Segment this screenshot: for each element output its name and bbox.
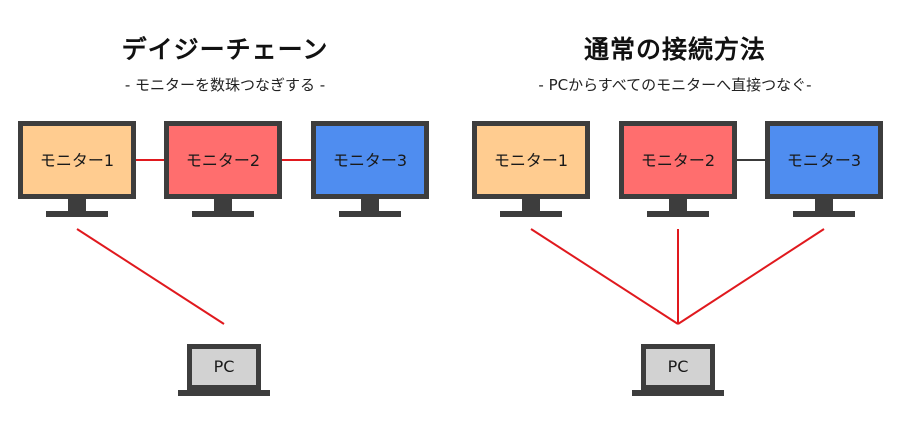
monitor-base	[46, 211, 108, 217]
monitor-neck	[361, 199, 379, 211]
pc-label: PC	[214, 357, 235, 376]
cable-pc-to-monitor3	[677, 228, 825, 325]
monitor-neck	[522, 199, 540, 211]
monitor-base	[647, 211, 709, 217]
monitor-base	[793, 211, 855, 217]
monitor-label: モニター1	[494, 151, 568, 170]
monitor-base	[192, 211, 254, 217]
monitor-base	[500, 211, 562, 217]
daisy-chain-laptop: PC	[178, 344, 270, 396]
monitor-screen	[169, 126, 277, 194]
direct-monitor-3: モニター3	[765, 121, 883, 217]
monitor-label: モニター2	[186, 151, 260, 170]
daisy-chain-monitor-3: モニター3	[311, 121, 429, 217]
monitor-screen	[624, 126, 732, 194]
daisy-chain-subtitle: - モニターを数珠つなぎする -	[124, 76, 326, 94]
monitor-neck	[815, 199, 833, 211]
monitor-label: モニター2	[641, 151, 715, 170]
monitor-neck	[214, 199, 232, 211]
laptop-screen	[646, 349, 710, 385]
direct-monitor-2: モニター2	[619, 121, 737, 217]
monitors: モニター1 モニター2 モニター3 モニター1 モニター2 モニター3	[18, 121, 883, 217]
direct-laptop: PC	[632, 344, 724, 396]
laptop-screen	[192, 349, 256, 385]
laptop-base	[178, 390, 270, 396]
monitor-screen	[770, 126, 878, 194]
daisy-chain-title: デイジーチェーン	[121, 35, 329, 64]
cable-pc-to-monitor1	[76, 228, 225, 325]
monitor-screen	[23, 126, 131, 194]
daisy-chain-monitor-1: モニター1	[18, 121, 136, 217]
monitor-neck	[669, 199, 687, 211]
direct-connection-title: 通常の接続方法	[583, 35, 766, 64]
monitor-base	[339, 211, 401, 217]
monitor-screen	[316, 126, 424, 194]
laptops: PC PC	[178, 344, 724, 396]
pc-label: PC	[668, 357, 689, 376]
monitor-label: モニター3	[333, 151, 407, 170]
monitor-label: モニター3	[787, 151, 861, 170]
monitor-neck	[68, 199, 86, 211]
cable-pc-to-monitor1	[530, 228, 679, 325]
direct-connection-subtitle: - PCからすべてのモニターへ直接つなぐ-	[538, 76, 812, 94]
monitor-screen	[477, 126, 585, 194]
cables	[76, 159, 825, 325]
direct-monitor-1: モニター1	[472, 121, 590, 217]
daisy-chain-monitor-2: モニター2	[164, 121, 282, 217]
monitor-label: モニター1	[40, 151, 114, 170]
laptop-base	[632, 390, 724, 396]
